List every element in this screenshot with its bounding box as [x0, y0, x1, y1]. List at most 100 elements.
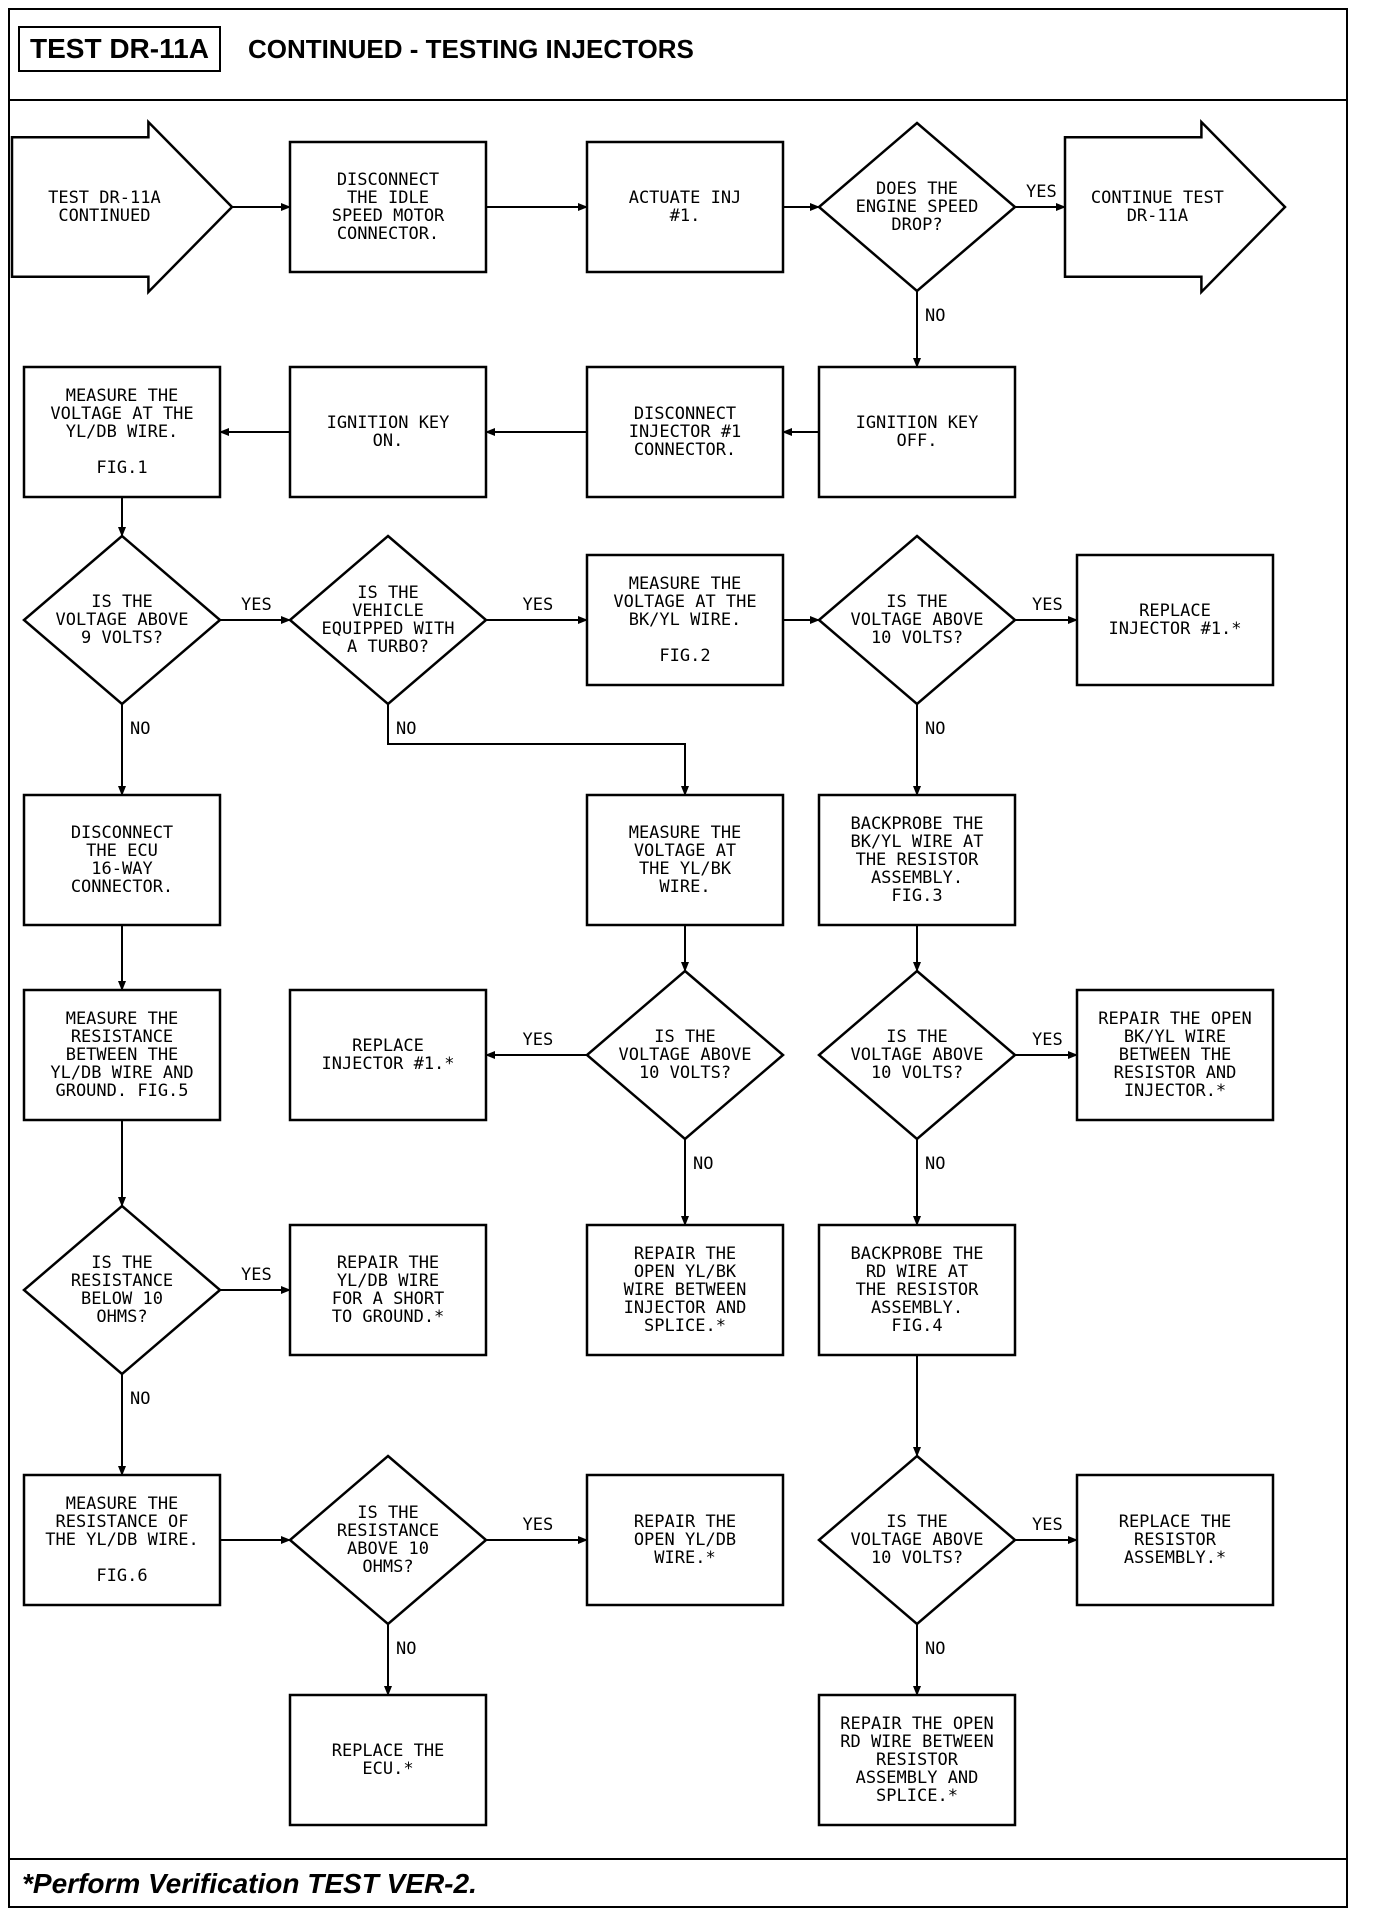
no-label: NO — [693, 1154, 713, 1174]
process-box — [22, 988, 222, 1122]
process-box — [288, 988, 488, 1122]
yes-label: YES — [523, 1515, 554, 1535]
process-box — [22, 365, 222, 499]
process-box — [585, 1473, 785, 1607]
process-box — [288, 365, 488, 499]
process-box — [817, 793, 1017, 927]
process-box — [585, 553, 785, 687]
process-box — [585, 1223, 785, 1357]
decision-diamond — [817, 121, 1017, 293]
yes-label: YES — [1026, 182, 1057, 202]
node-label: ACTUATE INJ#1. — [629, 188, 742, 226]
no-label: NO — [396, 719, 416, 739]
decision-diamond — [22, 1204, 222, 1376]
page-title: CONTINUED - TESTING INJECTORS — [248, 34, 694, 64]
process-box — [22, 1473, 222, 1607]
no-label: NO — [130, 719, 150, 739]
no-label: NO — [396, 1639, 416, 1659]
no-label: NO — [925, 1154, 945, 1174]
yes-label: YES — [1032, 1515, 1063, 1535]
decision-diamond — [817, 969, 1017, 1141]
process-box — [1075, 1473, 1275, 1607]
no-label: NO — [925, 719, 945, 739]
process-box — [817, 1223, 1017, 1357]
verification-note: *Perform Verification TEST VER-2. — [22, 1868, 477, 1899]
decision-diamond — [288, 1454, 488, 1626]
process-box — [1075, 988, 1275, 1122]
process-box — [817, 365, 1017, 499]
yes-label: YES — [523, 595, 554, 615]
yes-label: YES — [241, 1265, 272, 1285]
yes-label: YES — [1032, 1030, 1063, 1050]
process-box — [1075, 553, 1275, 687]
decision-diamond — [817, 534, 1017, 706]
test-id-label: TEST DR-11A — [18, 26, 221, 72]
process-box — [585, 365, 785, 499]
flow-connectors — [118, 203, 1078, 1696]
no-label: NO — [925, 306, 945, 326]
terminal-arrow — [10, 118, 234, 296]
decision-diamond — [288, 534, 488, 706]
decision-diamond — [22, 534, 222, 706]
process-box — [288, 1223, 488, 1357]
page-frame — [8, 8, 1348, 1908]
yes-label: YES — [523, 1030, 554, 1050]
no-label: NO — [130, 1389, 150, 1409]
yes-label: YES — [1032, 595, 1063, 615]
process-box — [288, 140, 488, 274]
node-actuate-inj: ACTUATE INJ#1. — [585, 140, 785, 274]
process-box — [585, 140, 785, 274]
